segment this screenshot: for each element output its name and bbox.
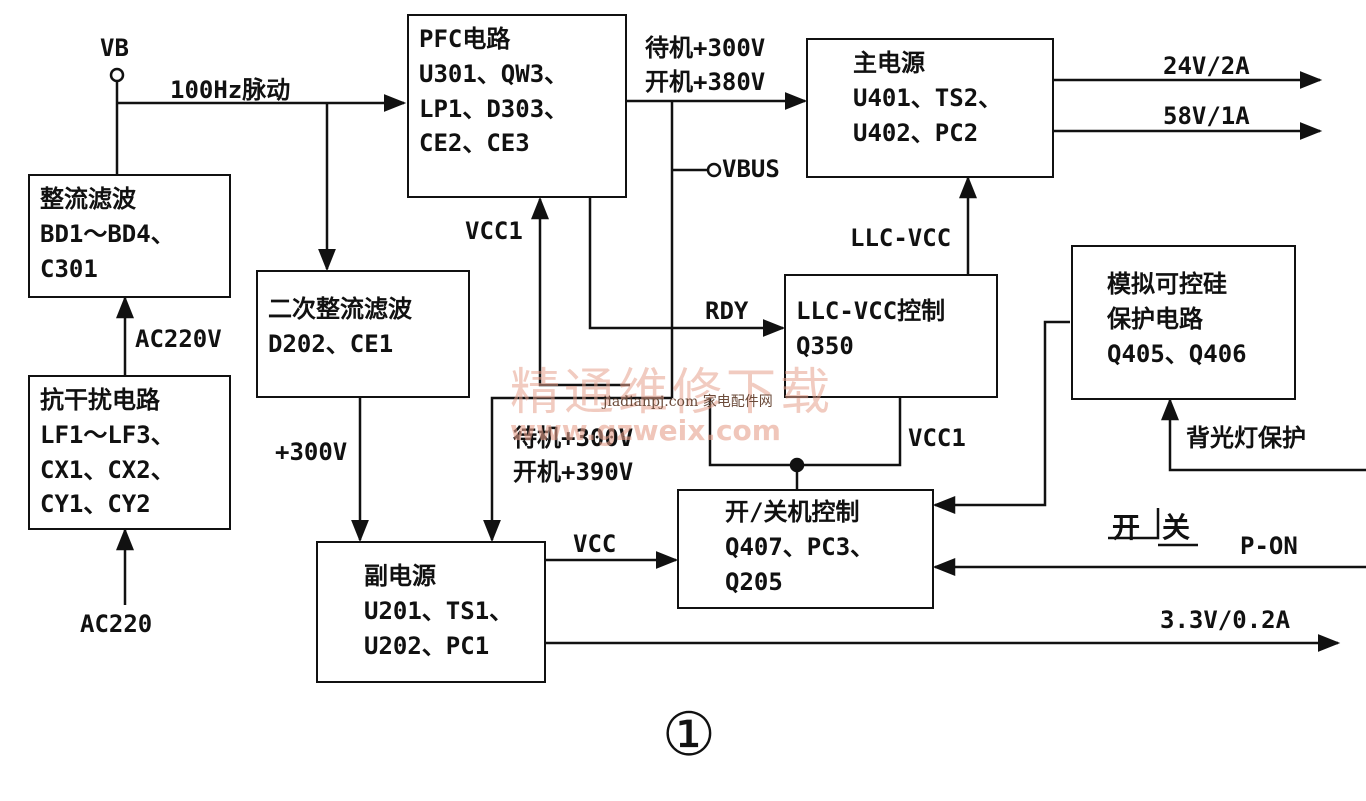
label-ac220: AC220 [80, 610, 153, 638]
vbus-terminal [706, 162, 722, 178]
pfc-block: PFC电路 U301、QW3、 LP1、D303、 CE2、CE3 [407, 14, 627, 198]
label-standby-300v-b: 待机+300V [513, 424, 634, 452]
label-llc-vcc: LLC-VCC [850, 224, 952, 252]
label-vcc1-left: VCC1 [465, 217, 523, 245]
label-out-24v: 24V/2A [1163, 52, 1250, 80]
label-on-380v: 开机+380V [645, 68, 766, 96]
main-power-line-2: U401、TS2、 [853, 83, 1003, 112]
secondary-rectifier-block: 二次整流滤波 D202、CE1 [256, 270, 470, 398]
llc-vcc-control-block: LLC-VCC控制 Q350 [784, 274, 998, 398]
pfc-line-4: CE2、CE3 [419, 129, 530, 158]
power-onoff-control-block: 开/关机控制 Q407、PC3、 Q205 [677, 489, 934, 609]
label-switch-on: 开 [1112, 511, 1141, 544]
scr-line-2: 保护电路 [1107, 304, 1203, 333]
pfc-line-2: U301、QW3、 [419, 59, 569, 88]
pfc-line-1: PFC电路 [419, 25, 511, 53]
label-standby-300v: 待机+300V [645, 34, 766, 62]
onoff-line-3: Q205 [725, 567, 783, 596]
vb-terminal [109, 67, 125, 83]
rectifier-line-3: C301 [40, 254, 98, 283]
onoff-line-1: 开/关机控制 [725, 498, 860, 526]
llc-line-2: Q350 [796, 331, 854, 360]
aux-power-block: 副电源 U201、TS1、 U202、PC1 [316, 541, 546, 683]
pfc-line-3: LP1、D303、 [419, 94, 569, 123]
label-vbus: VBUS [722, 155, 780, 183]
label-pon: P-ON [1240, 532, 1298, 560]
llc-line-1: LLC-VCC控制 [796, 297, 946, 325]
label-rdy: RDY [705, 297, 749, 325]
watermark-url: www.gzweix.com [510, 414, 781, 447]
label-vb: VB [100, 34, 129, 62]
label-ac220v: AC220V [135, 325, 222, 353]
watermark-small: jiadianpj.com 家电配件网 [603, 394, 773, 410]
label-on-390v: 开机+390V [513, 458, 634, 486]
aux-line-3: U202、PC1 [364, 631, 490, 660]
figure-number: ① [662, 700, 716, 770]
junction-dot [789, 457, 805, 473]
wire-rdy [588, 198, 786, 337]
label-plus-300v: +300V [275, 438, 348, 466]
onoff-line-2: Q407、PC3、 [725, 532, 875, 561]
switch-symbol [1108, 508, 1160, 540]
scr-protection-block: 模拟可控硅 保护电路 Q405、Q406 [1071, 245, 1296, 400]
wire-protect [932, 320, 1070, 514]
wire-bus-aux [483, 396, 672, 543]
aux-line-1: 副电源 [364, 562, 436, 590]
rectifier-filter-block: 整流滤波 BD1～BD4、 C301 [28, 174, 231, 298]
wire-backlight [1161, 397, 1366, 472]
main-power-line-3: U402、PC2 [853, 118, 979, 147]
main-power-line-1: 主电源 [853, 49, 925, 77]
label-out-58v: 58V/1A [1163, 102, 1250, 130]
scr-line-1: 模拟可控硅 [1107, 270, 1227, 298]
emi-line-2: LF1～LF3、 [40, 420, 175, 449]
watermark-cn: 精通维修下载 [510, 363, 834, 421]
secondary-line-2: D202、CE1 [268, 329, 394, 358]
label-vcc: VCC [573, 530, 617, 558]
rectifier-line-1: 整流滤波 [40, 185, 136, 213]
label-100hz: 100Hz脉动 [170, 76, 291, 104]
emi-filter-block: 抗干扰电路 LF1～LF3、 CX1、CX2、 CY1、CY2 [28, 375, 231, 530]
label-out-3v3: 3.3V/0.2A [1160, 606, 1291, 634]
scr-line-3: Q405、Q406 [1107, 339, 1247, 368]
wire-vcc1-right [708, 398, 902, 467]
emi-line-3: CX1、CX2、 [40, 455, 175, 484]
rectifier-line-2: BD1～BD4、 [40, 219, 175, 248]
emi-line-1: 抗干扰电路 [40, 386, 160, 414]
emi-line-4: CY1、CY2 [40, 490, 151, 519]
label-vcc1-right: VCC1 [908, 424, 966, 452]
label-backlight-protect: 背光灯保护 [1186, 424, 1306, 452]
secondary-line-1: 二次整流滤波 [268, 295, 412, 323]
aux-line-2: U201、TS1、 [364, 596, 514, 625]
main-power-block: 主电源 U401、TS2、 U402、PC2 [806, 38, 1054, 178]
label-switch-off: 关 [1162, 511, 1191, 544]
wire-vcc1-left [531, 196, 630, 387]
